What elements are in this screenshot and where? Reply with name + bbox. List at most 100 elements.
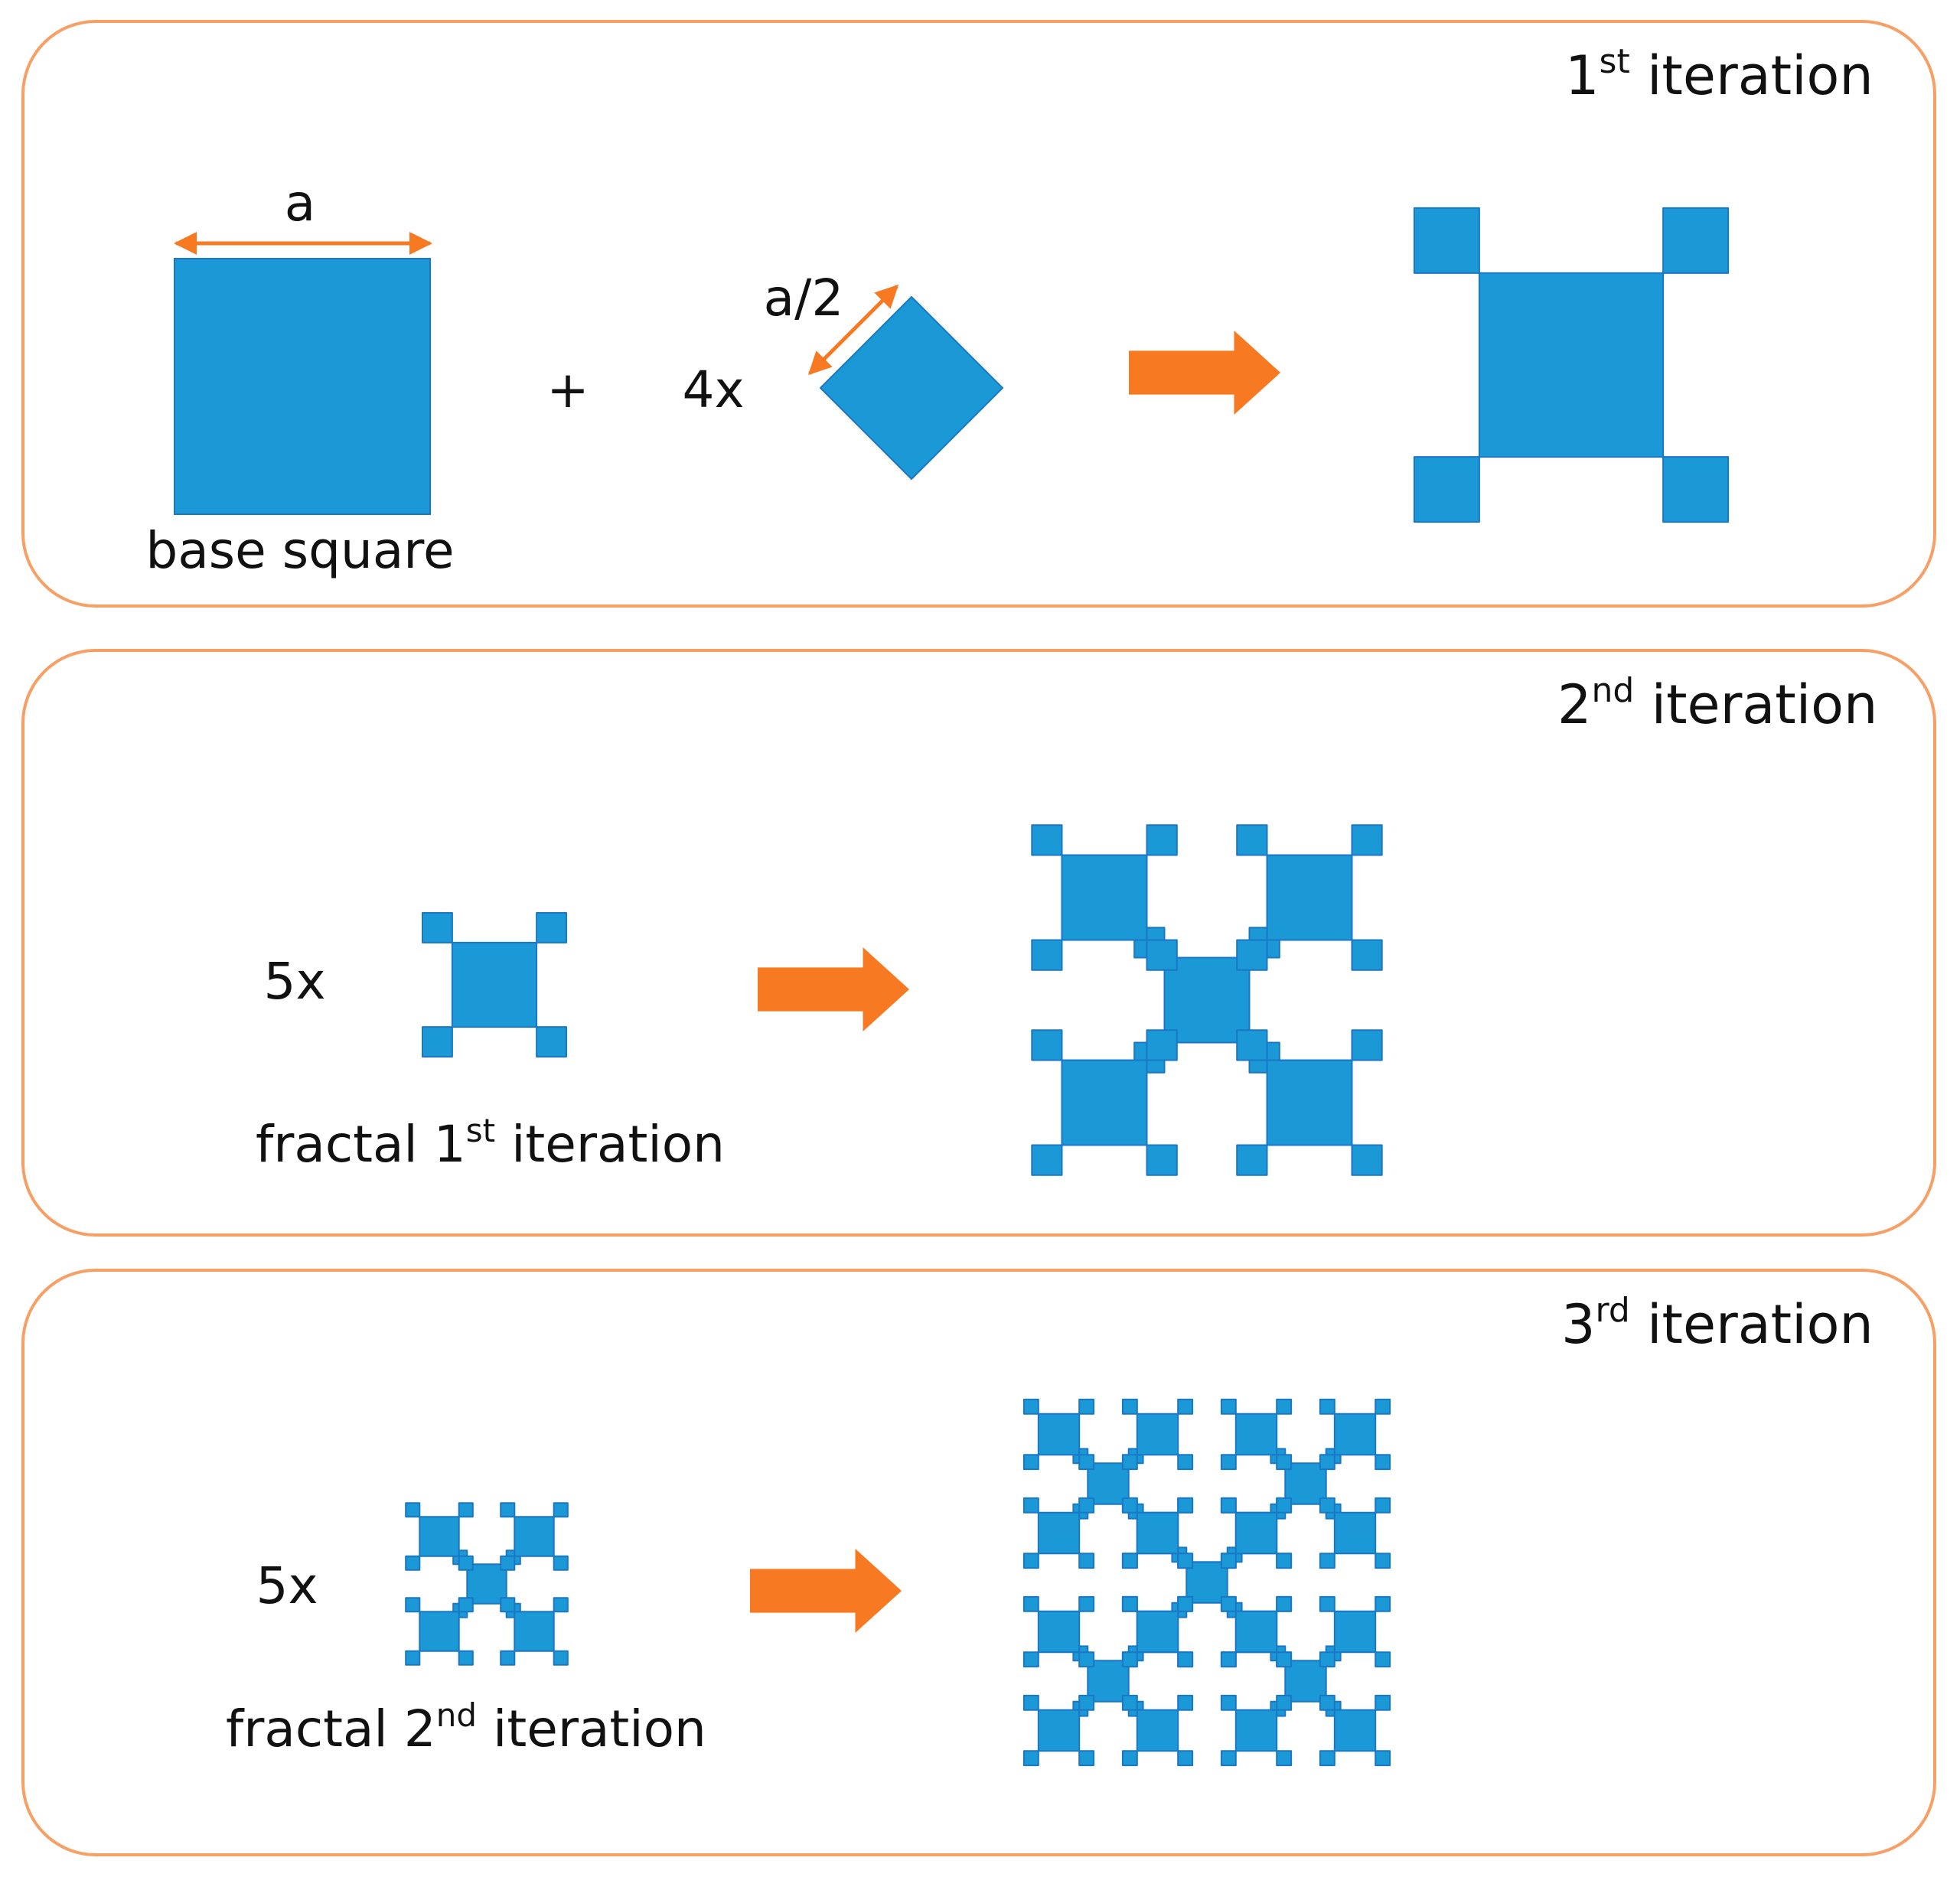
corner-square <box>458 1597 474 1613</box>
corner-square <box>1319 1398 1335 1415</box>
transform-arrow <box>1129 331 1280 415</box>
base-square-label: base square <box>145 521 454 580</box>
corner-square <box>1662 207 1730 274</box>
corner-square <box>1276 1694 1293 1711</box>
arrow-shape <box>758 947 909 1031</box>
corner-square <box>1078 1750 1095 1767</box>
corner-square <box>1022 1497 1039 1514</box>
corner-square <box>1319 1750 1335 1767</box>
corner-square <box>405 1650 421 1666</box>
iteration-3-result <box>1022 1398 1391 1767</box>
corner-square <box>1220 1750 1237 1767</box>
corner-square <box>1351 1144 1383 1176</box>
corner-square <box>1121 1595 1138 1612</box>
corner-square <box>405 1555 421 1571</box>
corner-square <box>1177 1454 1194 1471</box>
corner-square <box>1121 1750 1138 1767</box>
center-square <box>1234 1709 1278 1752</box>
center-square <box>1136 1610 1179 1654</box>
corner-square <box>1121 1694 1138 1711</box>
center-square <box>1333 1709 1377 1752</box>
square-shape <box>820 296 1003 480</box>
corner-square <box>458 1502 474 1518</box>
corner-square <box>1177 1497 1194 1514</box>
corner-square <box>1276 1454 1293 1471</box>
corner-square <box>1319 1694 1335 1711</box>
corner-square <box>1022 1595 1039 1612</box>
corner-square <box>405 1502 421 1518</box>
multiplier-label: 5x <box>263 952 325 1011</box>
corner-square <box>1078 1651 1095 1668</box>
corner-square <box>1078 1497 1095 1514</box>
corner-square <box>1413 207 1480 274</box>
corner-square <box>1121 1651 1138 1668</box>
panel-iteration-1: 1st iteration a base square + 4x a/2 <box>21 20 1936 608</box>
center-square <box>1234 1610 1278 1654</box>
corner-square <box>458 1650 474 1666</box>
corner-square <box>1375 1497 1391 1514</box>
corner-square <box>1276 1553 1293 1569</box>
corner-square <box>1351 939 1383 971</box>
center-square <box>1037 1413 1081 1456</box>
corner-square <box>1022 1454 1039 1471</box>
corner-square <box>1220 1398 1237 1415</box>
corner-square <box>1236 1029 1268 1061</box>
corner-square <box>1078 1454 1095 1471</box>
corner-square <box>1319 1454 1335 1471</box>
corner-square <box>1146 1029 1178 1061</box>
panel-title: 2nd iteration <box>1557 671 1877 736</box>
corner-square <box>1177 1553 1194 1569</box>
corner-square <box>1375 1651 1391 1668</box>
panel-frame <box>21 20 1936 608</box>
corner-square <box>1022 1651 1039 1668</box>
side-length-label: a <box>285 174 315 233</box>
panel-title: 3rd iteration <box>1561 1291 1874 1356</box>
corner-square <box>1276 1398 1293 1415</box>
corner-square <box>1276 1497 1293 1514</box>
center-square <box>1061 1059 1148 1146</box>
corner-square <box>422 912 453 943</box>
corner-square <box>1375 1454 1391 1471</box>
center-square <box>1234 1511 1278 1555</box>
arrow-shape <box>1129 331 1280 415</box>
corner-square <box>1220 1595 1237 1612</box>
center-square <box>1478 272 1665 458</box>
corner-square <box>1351 824 1383 856</box>
center-square <box>1333 1413 1377 1456</box>
half-side-label: a/2 <box>764 269 844 327</box>
corner-square <box>1031 824 1063 856</box>
square-shape <box>174 258 431 515</box>
corner-square <box>553 1502 569 1518</box>
small-rotated-square <box>820 296 1003 480</box>
corner-square <box>1121 1553 1138 1569</box>
corner-square <box>1146 1144 1178 1176</box>
corner-square <box>553 1555 569 1571</box>
corner-square <box>1177 1651 1194 1668</box>
corner-square <box>1662 456 1730 523</box>
corner-square <box>500 1650 516 1666</box>
corner-square <box>536 1026 567 1057</box>
corner-square <box>1078 1398 1095 1415</box>
corner-square <box>1177 1595 1194 1612</box>
corner-square <box>1022 1553 1039 1569</box>
corner-square <box>405 1597 421 1613</box>
corner-square <box>1031 1029 1063 1061</box>
corner-square <box>500 1597 516 1613</box>
corner-square <box>1276 1651 1293 1668</box>
corner-square <box>1375 1750 1391 1767</box>
arrow-shape <box>750 1549 902 1633</box>
source-caption: fractal 1st iteration <box>256 1112 725 1174</box>
corner-square <box>1276 1595 1293 1612</box>
panel-frame <box>21 649 1936 1237</box>
panel-frame <box>21 1269 1936 1856</box>
panel-title: 1st iteration <box>1565 42 1874 107</box>
corner-square <box>1220 1454 1237 1471</box>
corner-square <box>422 1026 453 1057</box>
center-square <box>1333 1511 1377 1555</box>
corner-square <box>1022 1694 1039 1711</box>
corner-square <box>1121 1497 1138 1514</box>
corner-square <box>1220 1694 1237 1711</box>
corner-square <box>1413 456 1480 523</box>
corner-square <box>1146 824 1178 856</box>
